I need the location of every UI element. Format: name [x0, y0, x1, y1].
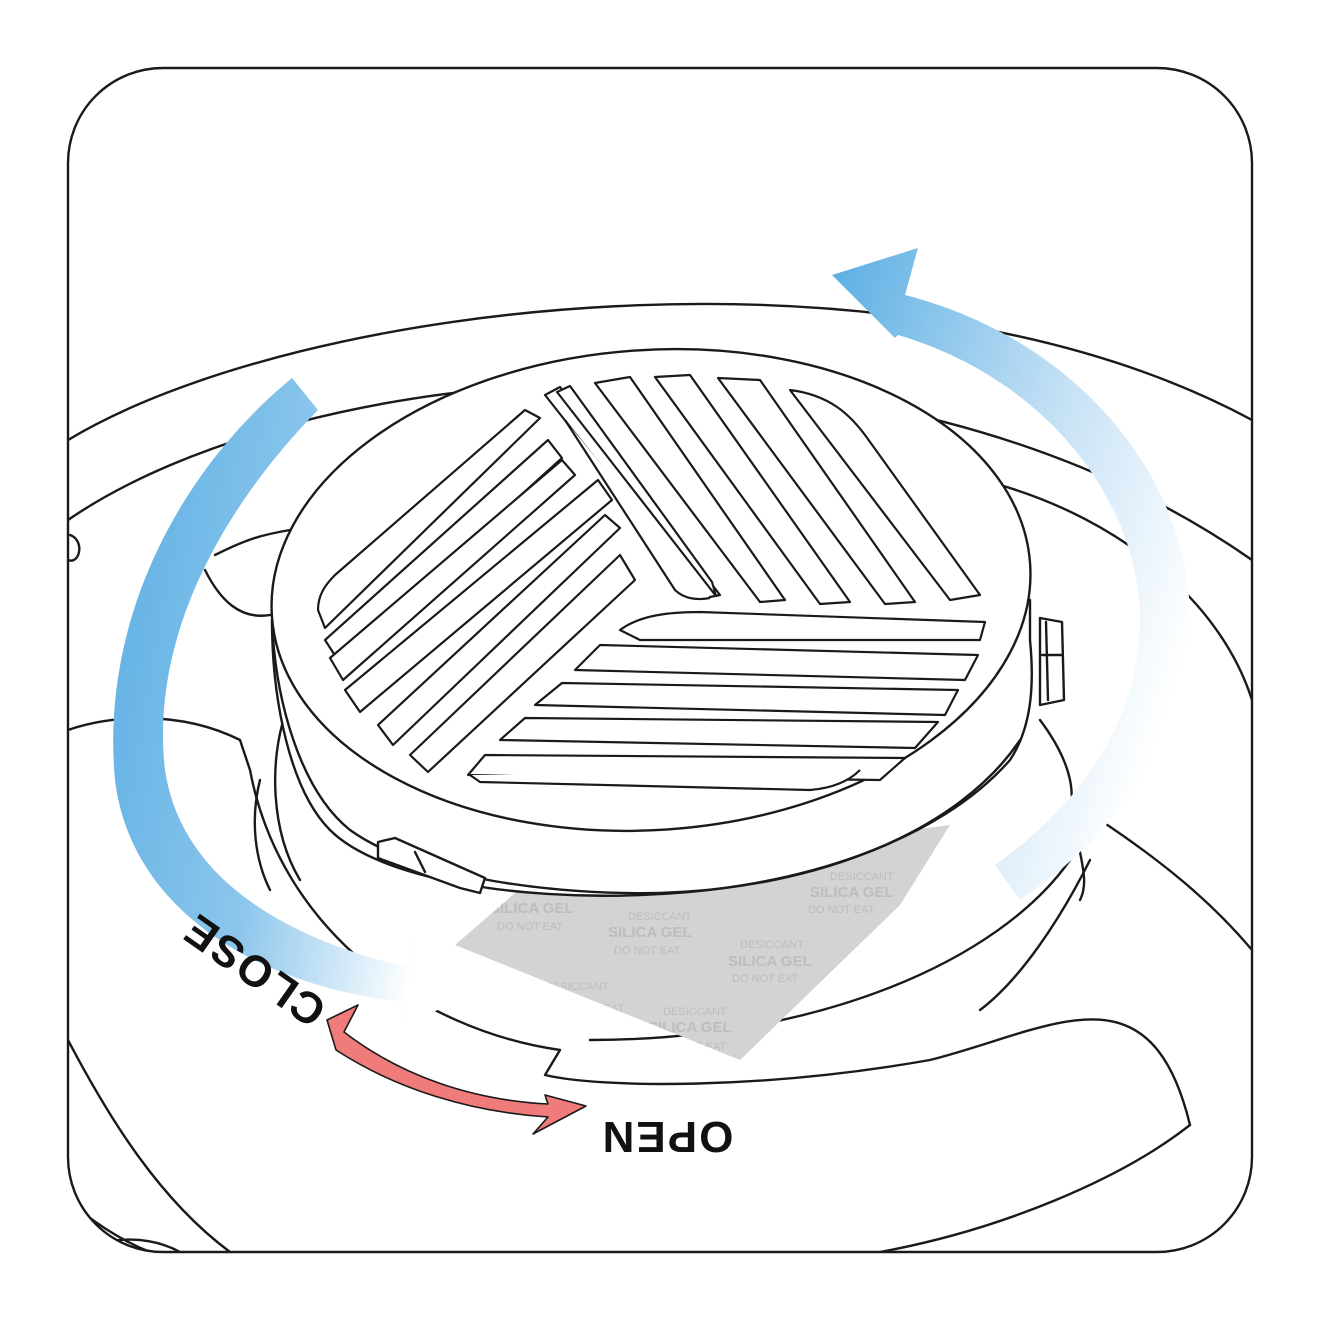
open-label: OPEN: [601, 1112, 734, 1161]
packet-brand-text: SILICA GEL: [490, 900, 574, 917]
vent-slots-left: [316, 408, 637, 774]
packet-type-text: DESICCANT: [545, 981, 609, 993]
packet-brand-text: SILICA GEL: [648, 1019, 732, 1036]
cap-skirt: [273, 713, 302, 882]
packet-warning-text: DO NOT EAT: [732, 973, 798, 985]
packet-warning-text: DO NOT EAT: [808, 904, 874, 916]
clockwise-arrow-icon: [832, 248, 1190, 900]
packet-type-text: DESICCANT: [830, 871, 894, 883]
packet-warning-text: DO NOT EAT: [497, 921, 563, 933]
cap-latch-right: [1038, 616, 1066, 707]
packet-warning-text: DO NOT EAT: [660, 1041, 726, 1053]
packet-brand-text: SILICA GEL: [608, 924, 692, 941]
packet-type-text: DESICCANT: [663, 1006, 727, 1018]
packet-brand-text: SILICA GEL: [810, 884, 894, 901]
vent-slots-bottom: [466, 610, 987, 792]
container-body: [68, 716, 1192, 1127]
packet-type-text: DESICCANT: [628, 911, 692, 923]
vent-slots-top: [543, 373, 982, 606]
counter-clockwise-arrow-icon: [113, 378, 480, 1026]
packet-warning-text: DO NOT EAT: [614, 945, 680, 957]
illustration-frame: [66, 66, 1254, 1254]
packet-warning-text: DO NOT EAT: [558, 1003, 624, 1015]
packet-type-text: DESICCANT: [740, 939, 804, 951]
packet-brand-text: SILICA GEL: [728, 953, 812, 970]
cap-latch-left: [376, 836, 487, 895]
container-rim-outer: [68, 302, 1252, 442]
open-direction-arrow-icon: [326, 1004, 587, 1135]
